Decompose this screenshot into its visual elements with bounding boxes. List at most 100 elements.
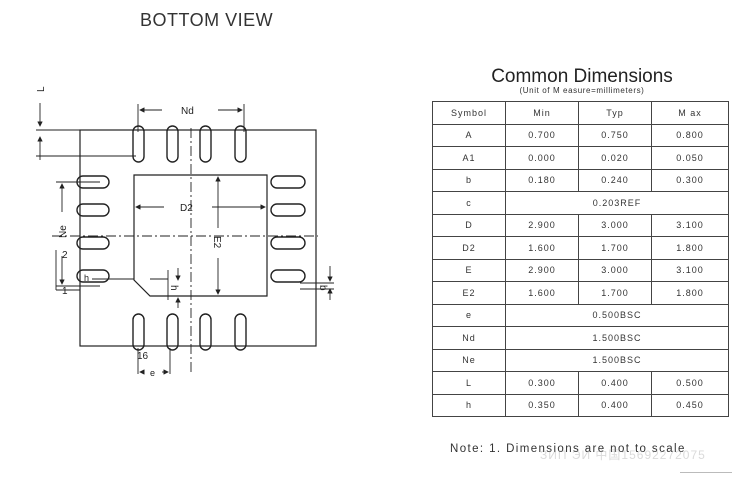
pad-top-4 xyxy=(234,125,247,163)
cell-typ: 3.000 xyxy=(578,258,652,282)
cell-min: 1.600 xyxy=(505,281,579,305)
table-title: Common Dimensions xyxy=(491,66,673,87)
header-max: M ax xyxy=(651,101,729,125)
cell-min: 1.600 xyxy=(505,236,579,260)
pad-bottom-3 xyxy=(199,313,212,351)
cell-symbol: A1 xyxy=(432,146,506,170)
cell-max: 0.050 xyxy=(651,146,729,170)
pad-top-2 xyxy=(166,125,179,163)
label-pin2: 2 xyxy=(62,250,68,261)
cell-span: 1.500BSC xyxy=(505,348,729,372)
cell-symbol: Nd xyxy=(432,326,506,350)
label-pin1: 1 xyxy=(62,286,68,297)
label-E2: E2 xyxy=(211,236,222,249)
cell-min: 0.000 xyxy=(505,146,579,170)
cell-max: 1.800 xyxy=(651,281,729,305)
pad-bottom-4 xyxy=(234,313,247,351)
label-D2: D2 xyxy=(180,203,193,214)
header-symbol: Symbol xyxy=(432,101,506,125)
divider xyxy=(680,472,732,473)
cell-span: 0.203REF xyxy=(505,191,729,215)
label-Ne: Ne xyxy=(58,225,69,238)
cell-min: 2.900 xyxy=(505,213,579,237)
cell-max: 0.500 xyxy=(651,371,729,395)
cell-typ: 3.000 xyxy=(578,213,652,237)
pad-right-2 xyxy=(270,203,306,217)
cell-max: 3.100 xyxy=(651,258,729,282)
cell-span: 1.500BSC xyxy=(505,326,729,350)
table-heading: Common Dimensions (Unit of M easure=mill… xyxy=(432,66,732,95)
pad-left-2 xyxy=(76,203,110,217)
cell-typ: 0.020 xyxy=(578,146,652,170)
cell-symbol: e xyxy=(432,303,506,327)
cell-typ: 0.400 xyxy=(578,371,652,395)
table-subtitle: (Unit of M easure=millimeters) xyxy=(519,86,645,95)
cell-symbol: D2 xyxy=(432,236,506,260)
cell-max: 1.800 xyxy=(651,236,729,260)
cell-symbol: E xyxy=(432,258,506,282)
cell-min: 0.180 xyxy=(505,168,579,192)
cell-typ: 1.700 xyxy=(578,236,652,260)
exposed-pad xyxy=(133,174,268,297)
label-h-horizontal: h xyxy=(84,273,89,283)
cell-symbol: A xyxy=(432,123,506,147)
cell-typ: 0.750 xyxy=(578,123,652,147)
cell-typ: 0.240 xyxy=(578,168,652,192)
cell-max: 0.450 xyxy=(651,393,729,417)
cell-symbol: c xyxy=(432,191,506,215)
pad-left-3 xyxy=(76,236,110,250)
cell-typ: 0.400 xyxy=(578,393,652,417)
label-e: e xyxy=(150,368,155,378)
bottom-view-drawing: L Nd D2 E2 Ne 2 1 h h b 16 e xyxy=(36,86,334,378)
pad-top-3 xyxy=(199,125,212,163)
cell-symbol: L xyxy=(432,371,506,395)
label-b: b xyxy=(317,285,328,291)
watermark: ЗИП ЭИ 中国15692272075 xyxy=(540,448,706,462)
pad-top-1 xyxy=(132,125,145,163)
table-header-row: Symbol Min Typ M ax xyxy=(432,101,729,125)
package-outline xyxy=(79,129,317,347)
cell-typ: 1.700 xyxy=(578,281,652,305)
cell-span: 0.500BSC xyxy=(505,303,729,327)
cell-symbol: b xyxy=(432,168,506,192)
label-Nd: Nd xyxy=(181,106,194,117)
label-h-vertical: h xyxy=(168,285,179,291)
cell-min: 0.350 xyxy=(505,393,579,417)
label-pin16: 16 xyxy=(137,351,149,362)
header-typ: Typ xyxy=(578,101,652,125)
scale-note: Note: 1. Dimensions are not to scale xyxy=(450,443,686,455)
header-min: Min xyxy=(505,101,579,125)
pad-bottom-1 xyxy=(132,313,145,351)
cell-min: 0.700 xyxy=(505,123,579,147)
pad-right-3 xyxy=(270,236,306,250)
cell-max: 0.800 xyxy=(651,123,729,147)
pad-right-1 xyxy=(270,175,306,189)
cell-min: 0.300 xyxy=(505,371,579,395)
cell-symbol: h xyxy=(432,393,506,417)
cell-symbol: D xyxy=(432,213,506,237)
pad-right-4 xyxy=(270,269,306,283)
cell-min: 2.900 xyxy=(505,258,579,282)
cell-max: 0.300 xyxy=(651,168,729,192)
cell-symbol: Ne xyxy=(432,348,506,372)
pad-bottom-2 xyxy=(166,313,179,351)
view-title: BOTTOM VIEW xyxy=(140,10,274,30)
cell-symbol: E2 xyxy=(432,281,506,305)
pad-left-4 xyxy=(76,269,110,283)
label-L: L xyxy=(36,86,47,92)
cell-max: 3.100 xyxy=(651,213,729,237)
